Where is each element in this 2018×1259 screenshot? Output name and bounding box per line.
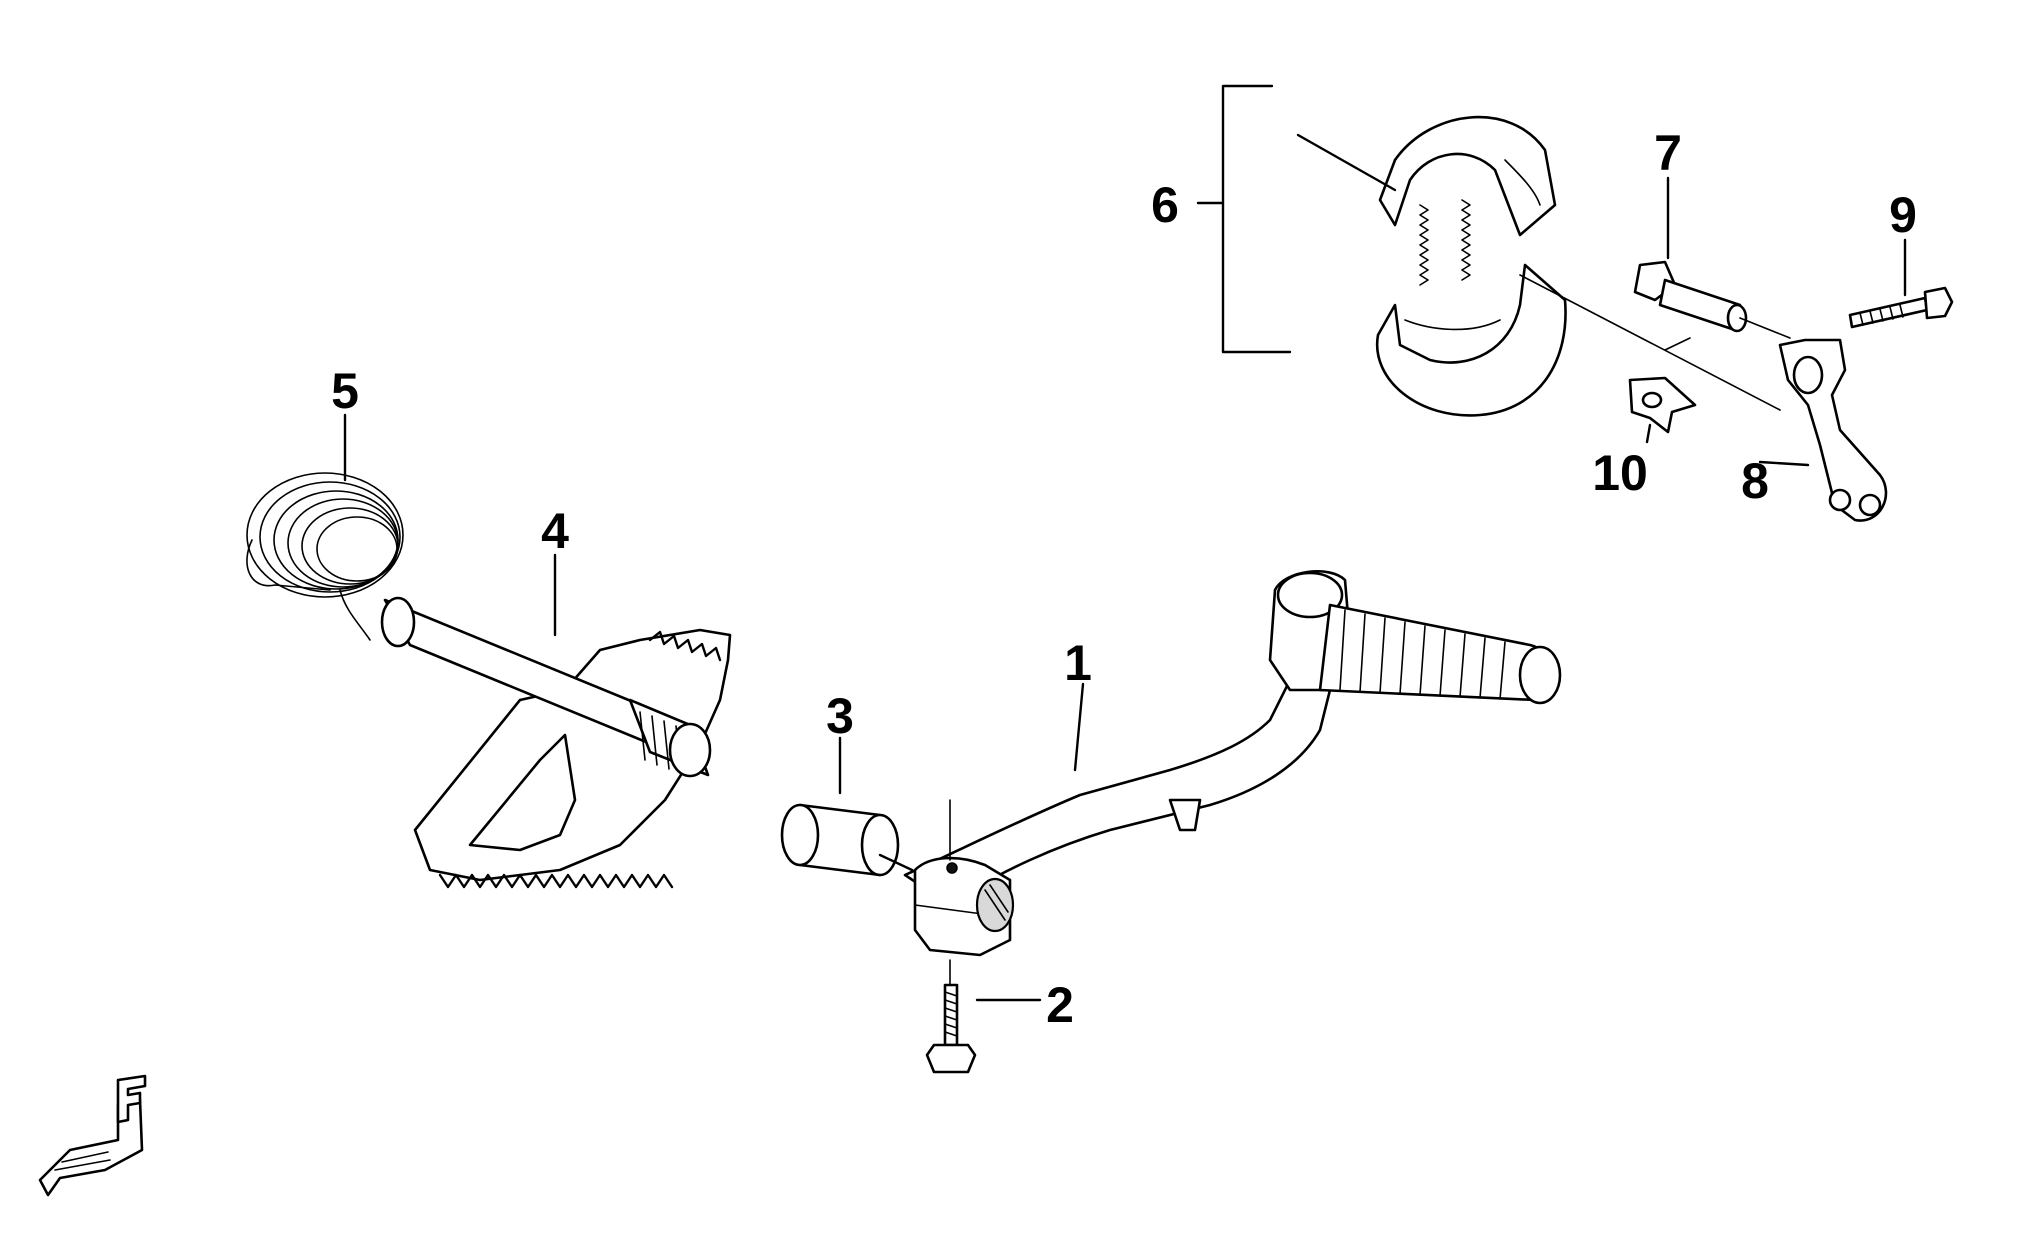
- kick-starter-lever: [903, 569, 1562, 957]
- clamp-bolt: [925, 983, 977, 1074]
- callout-4: 4: [541, 503, 569, 559]
- callout-7: 7: [1654, 125, 1682, 181]
- brake-cam: [1633, 260, 1791, 339]
- washer: [1628, 376, 1697, 434]
- front-arrow-icon: F: [0, 0, 147, 1197]
- kick-starter-spindle: [380, 596, 732, 889]
- callout-6: 6: [1151, 177, 1179, 233]
- bushing: [780, 803, 900, 877]
- callout-1: 1: [1064, 635, 1092, 691]
- callout-9: 9: [1889, 187, 1917, 243]
- leader-lines: [343, 133, 1907, 1002]
- callout-5: 5: [331, 363, 359, 419]
- brake-shoe-set: [1375, 115, 1567, 417]
- orientation-letter: F: [0, 0, 1, 1]
- callout-labels: 1 2 3 4 5 6 7 8 9 10: [331, 125, 1917, 1033]
- kick-return-spring: [246, 472, 404, 641]
- brake-arm: [1778, 338, 1888, 522]
- callout-2: 2: [1046, 977, 1074, 1033]
- callout-3: 3: [826, 688, 854, 744]
- arm-bolt: [1848, 286, 1954, 329]
- callout-8: 8: [1741, 453, 1769, 509]
- callout-10: 10: [1592, 445, 1648, 501]
- set-bracket: [1196, 84, 1292, 354]
